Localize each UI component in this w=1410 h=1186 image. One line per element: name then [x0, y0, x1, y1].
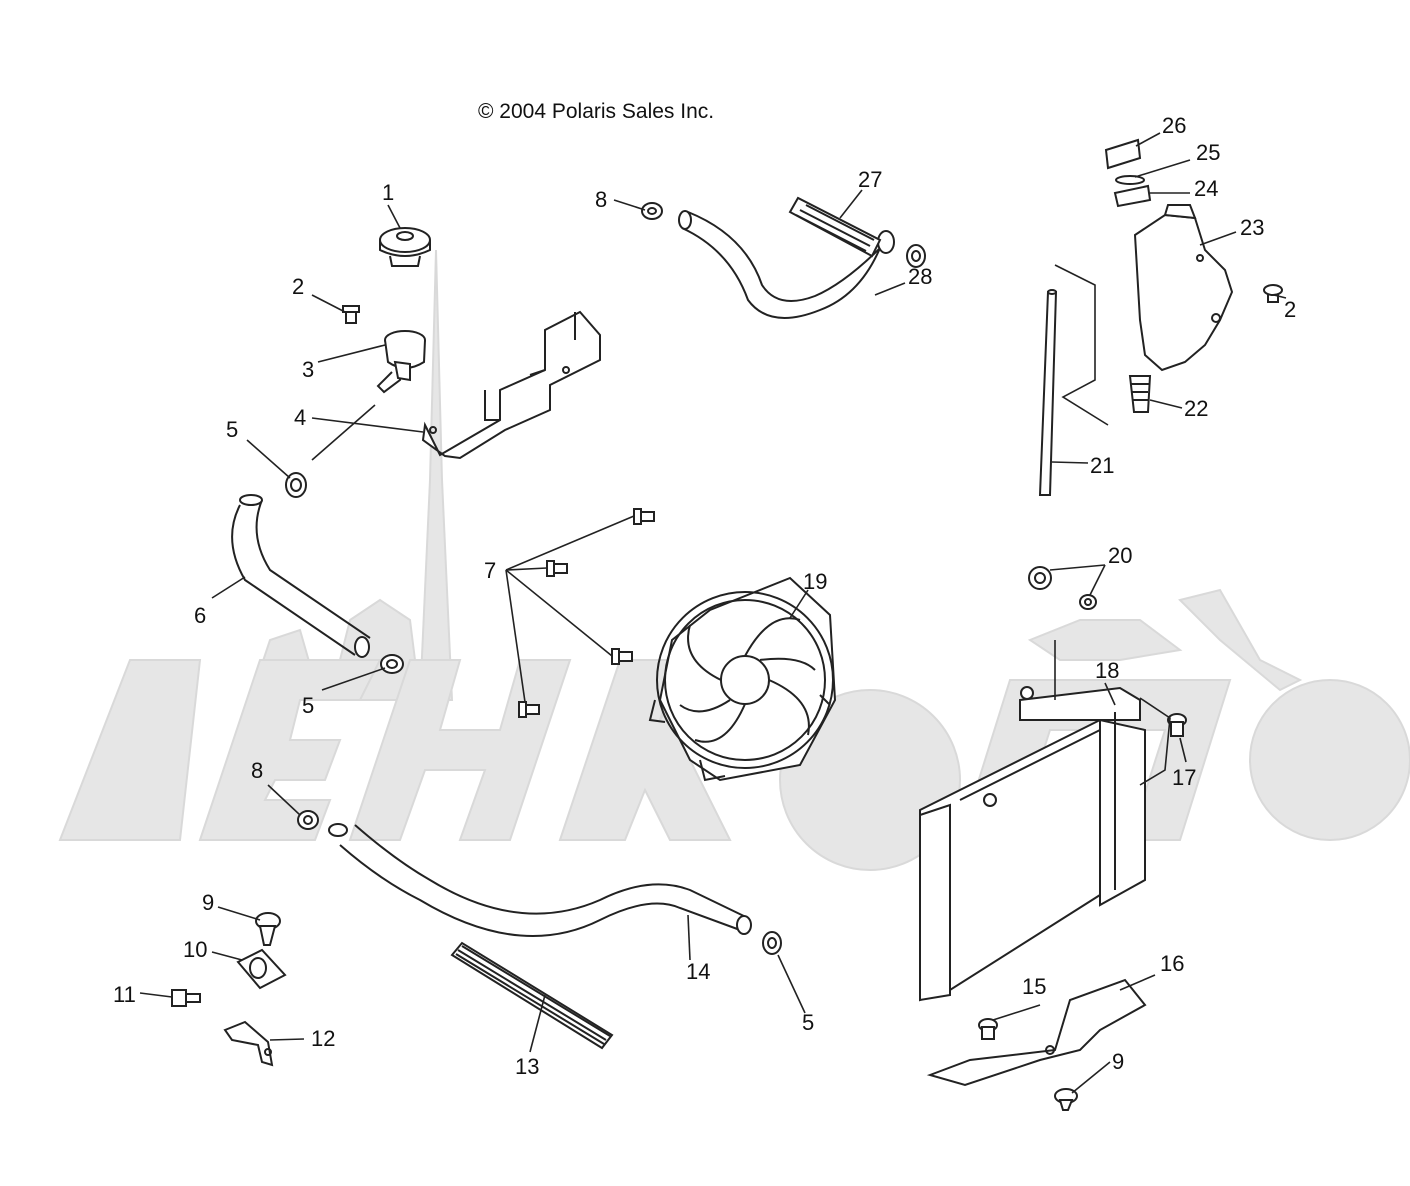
- part-reservoir-cap: [1104, 138, 1152, 208]
- part-hose-clamp-2: [297, 810, 319, 830]
- callout-16: 16: [1160, 951, 1184, 976]
- callout-10: 10: [183, 937, 207, 962]
- callout-26: 26: [1162, 113, 1186, 138]
- callout-8-b: 8: [251, 758, 263, 783]
- part-cooling-fan: [648, 576, 837, 782]
- callout-11: 11: [113, 982, 136, 1007]
- callout-5-c: 5: [802, 1010, 814, 1035]
- callout-7: 7: [484, 558, 496, 583]
- part-mount-bracket: [223, 1020, 274, 1067]
- part-protective-sleeve-top: [788, 196, 882, 258]
- part-filler-neck: [376, 330, 426, 394]
- part-push-clip-2: [1054, 1088, 1078, 1111]
- part-bolt-2: [1263, 284, 1283, 303]
- part-radiator-hose-upper: [231, 494, 371, 658]
- callout-23: 23: [1240, 215, 1264, 240]
- part-fan-bolts: [518, 508, 655, 718]
- callout-5-b: 5: [302, 693, 314, 718]
- part-radiator-bolt: [1167, 713, 1187, 737]
- callout-19: 19: [803, 569, 827, 594]
- part-grommet-lower: [978, 1018, 998, 1040]
- leader-lines: [139, 132, 1287, 1094]
- callout-24: 24: [1194, 176, 1218, 201]
- callout-27: 27: [858, 167, 882, 192]
- part-hose-fitting: [1128, 375, 1152, 413]
- callout-8: 8: [595, 187, 607, 212]
- part-push-clip: [255, 912, 281, 946]
- part-clamp-3: [762, 931, 782, 955]
- callout-28: 28: [908, 264, 932, 289]
- callout-18: 18: [1095, 658, 1119, 683]
- callout-labels: 1 2 2 3 4 5 5 5 6 7 8 8 9 9 10 11 12 13 …: [113, 113, 1296, 1079]
- callout-14: 14: [686, 959, 710, 984]
- callout-12: 12: [311, 1026, 335, 1051]
- callout-21: 21: [1090, 453, 1114, 478]
- part-protective-sleeve-lower: [450, 941, 614, 1050]
- part-hose-clamp: [641, 202, 663, 220]
- part-coolant-reservoir: [1133, 204, 1234, 372]
- part-clamp: [285, 472, 307, 498]
- callout-15: 15: [1022, 974, 1046, 999]
- callout-9: 9: [202, 890, 214, 915]
- callout-17: 17: [1172, 765, 1196, 790]
- callout-1: 1: [382, 180, 394, 205]
- part-flange-bolt: [171, 989, 201, 1007]
- callout-2: 2: [292, 274, 304, 299]
- part-radiator: [919, 686, 1146, 1002]
- callout-3: 3: [302, 357, 314, 382]
- part-hose-clamp-3: [906, 244, 926, 268]
- callout-22: 22: [1184, 396, 1208, 421]
- callout-9-b: 9: [1112, 1049, 1124, 1074]
- part-coolant-hose-top: [678, 210, 895, 319]
- callout-25: 25: [1196, 140, 1220, 165]
- callout-5: 5: [226, 417, 238, 442]
- callout-13: 13: [515, 1054, 539, 1079]
- callout-4: 4: [294, 405, 306, 430]
- part-bolt: [342, 305, 360, 324]
- part-mount-cushion: [236, 948, 287, 990]
- copyright-text: © 2004 Polaris Sales Inc.: [478, 100, 714, 123]
- part-coolant-hose-lower: [328, 823, 752, 937]
- part-fan-shroud-plate: [926, 978, 1147, 1087]
- part-grommet: [1028, 566, 1097, 610]
- part-clamp-2: [380, 654, 404, 674]
- part-overflow-tube: [1038, 289, 1058, 496]
- part-radiator-cap: [379, 227, 431, 267]
- part-bracket: [421, 310, 601, 460]
- callout-6: 6: [194, 603, 206, 628]
- callout-20: 20: [1108, 543, 1132, 568]
- callout-2-b: 2: [1284, 297, 1296, 322]
